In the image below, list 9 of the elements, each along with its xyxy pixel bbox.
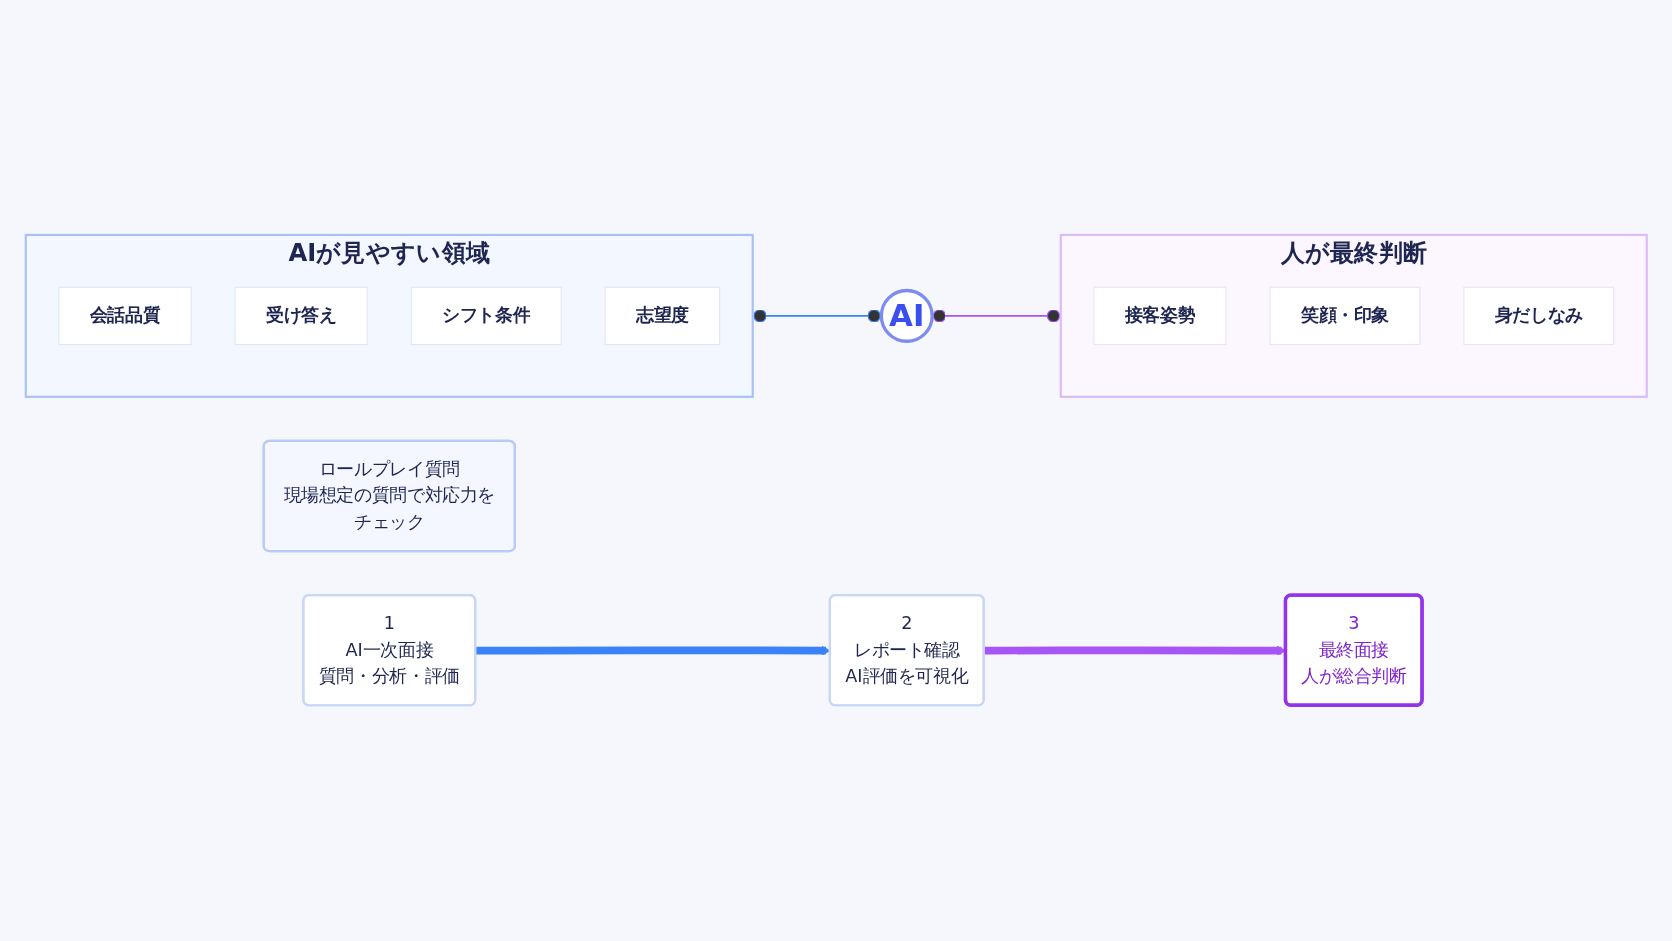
- node-box: 受け答え: [234, 287, 368, 346]
- node-box: 会話品質: [58, 287, 192, 346]
- node-box: 笑顔・印象: [1269, 287, 1421, 346]
- node-box: 接客姿勢: [1093, 287, 1227, 346]
- node-box: 身だしなみ: [1463, 287, 1614, 346]
- node-box: 志望度: [604, 287, 720, 346]
- arrow: [983, 646, 1287, 656]
- node-box: シフト条件: [410, 287, 562, 346]
- node-circle: AI: [879, 289, 934, 344]
